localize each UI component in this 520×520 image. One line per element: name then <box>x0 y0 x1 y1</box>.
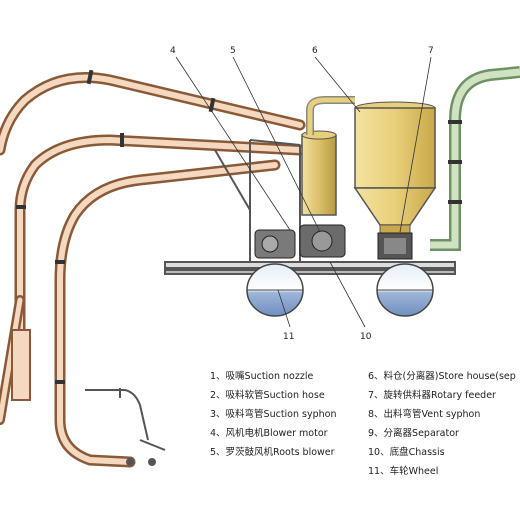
callout-10: 10 <box>360 332 372 342</box>
legend-item: 9、分离器Separator <box>368 428 459 439</box>
callout-11: 11 <box>283 332 294 342</box>
legend-item: 2、吸料软管Suction hose <box>210 390 325 401</box>
blower-motor <box>254 229 296 259</box>
callout-6: 6 <box>312 46 318 56</box>
suction-hose-outer <box>0 72 306 468</box>
separator <box>301 96 355 216</box>
legend-item: 8、出料弯管Vent syphon <box>368 409 481 420</box>
leader-lines <box>175 56 432 328</box>
vent-syphon <box>430 66 520 251</box>
legend-item: 1、吸嘴Suction nozzle <box>210 371 314 382</box>
wheel-left <box>246 263 304 317</box>
suction-syphon <box>85 388 166 466</box>
legend-item: 3、吸料弯管Suction syphon <box>210 409 337 420</box>
legend-item: 10、底盘Chassis <box>368 447 445 458</box>
legend-left: 1、吸嘴Suction nozzle 2、吸料软管Suction hose 3、… <box>210 370 337 465</box>
legend-item: 6、料仓(分离器)Store house(sep <box>368 371 516 382</box>
legend-item: 7、旋转供料器Rotary feeder <box>368 390 496 401</box>
legend-right: 6、料仓(分离器)Store house(sep 7、旋转供料器Rotary f… <box>368 370 520 484</box>
rotary-feeder <box>377 232 413 260</box>
callout-5: 5 <box>230 46 236 56</box>
store-house <box>353 101 437 234</box>
vent-pipe-fittings <box>448 120 462 204</box>
legend-item: 4、风机电机Blower motor <box>210 428 328 439</box>
suction-nozzle <box>11 329 31 401</box>
callout-7: 7 <box>428 46 434 56</box>
legend-item: 11、车轮Wheel <box>368 466 439 477</box>
roots-blower <box>299 224 346 258</box>
callout-4: 4 <box>170 46 176 56</box>
chassis <box>164 139 456 275</box>
wheel-right <box>376 263 434 317</box>
legend-item: 5、罗茨鼓风机Roots blower <box>210 447 335 458</box>
hose-clamps <box>16 69 216 384</box>
